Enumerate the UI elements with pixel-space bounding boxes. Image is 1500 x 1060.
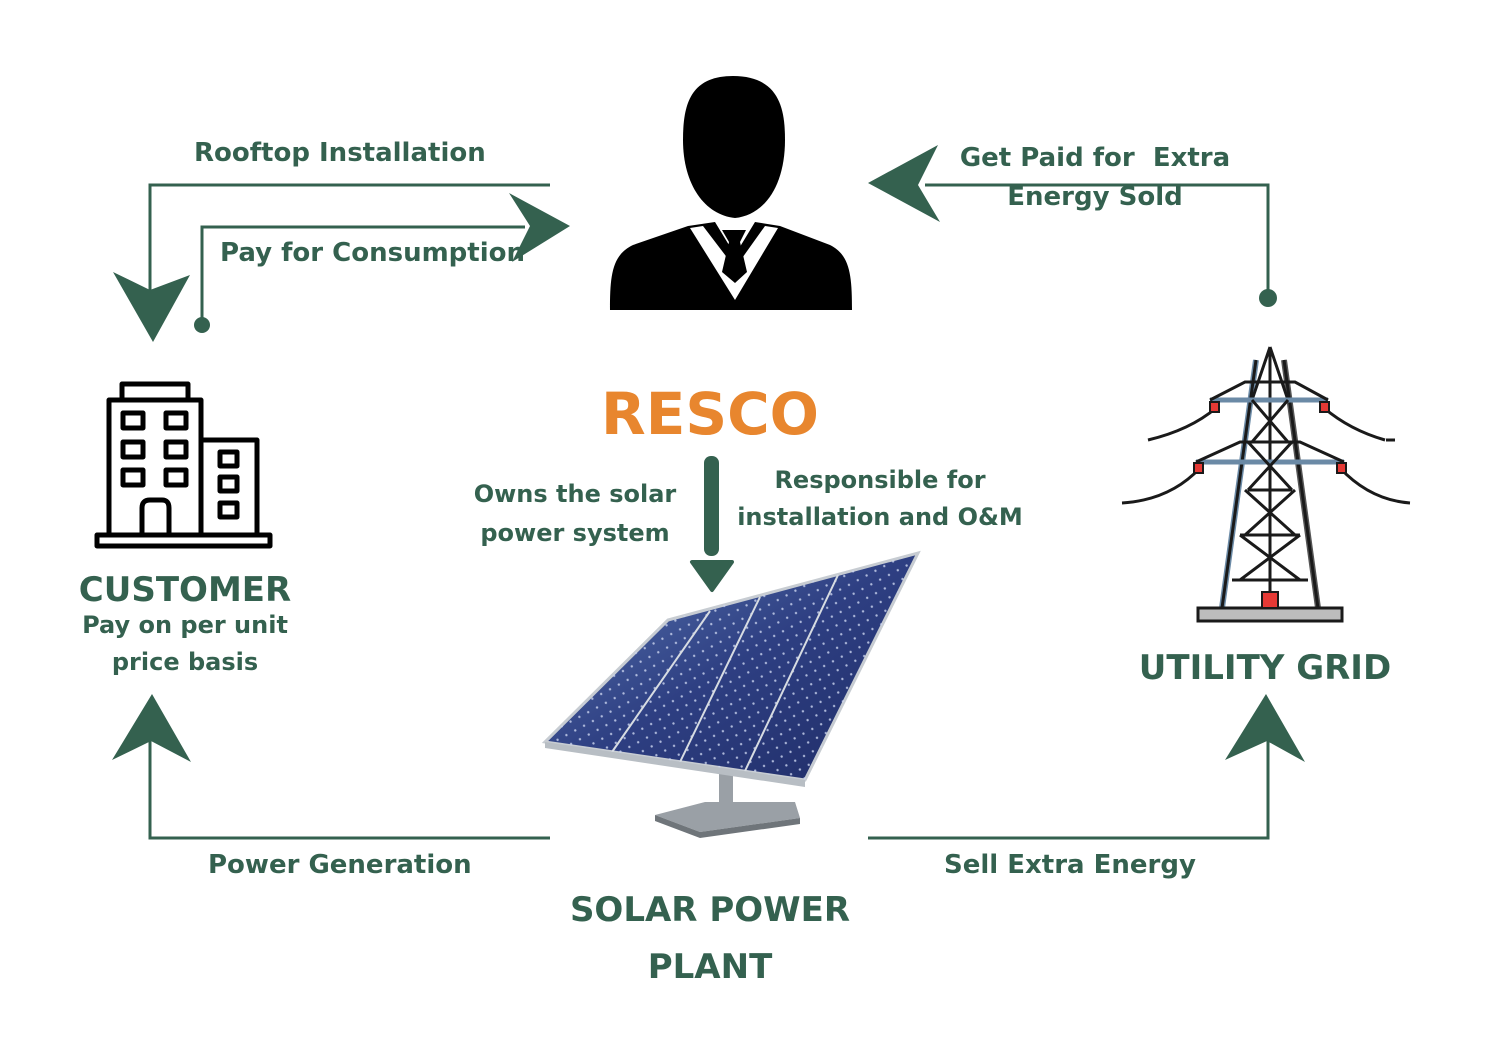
customer-title: CUSTOMER (78, 570, 292, 610)
arrowhead-right-resco (509, 193, 570, 262)
resco-down-arrow-head (690, 560, 734, 592)
building-icon (94, 381, 273, 549)
pay-for-consumption-line (200, 225, 525, 325)
rooftop-installation-label: Rooftop Installation (194, 138, 486, 168)
resco-responsible-note-line-1: Responsible for (774, 466, 986, 494)
sell-extra-energy-label: Sell Extra Energy (944, 850, 1196, 880)
pay-for-consumption-label: Pay for Consumption (220, 238, 526, 268)
businessman-icon (610, 76, 852, 310)
arrowhead-left-resco (868, 145, 940, 222)
resco-owns-note: Owns the solar power system (455, 480, 695, 548)
arrowhead-up-customer (112, 694, 191, 762)
power-generation-label: Power Generation (208, 850, 472, 880)
arrowhead-down-customer (113, 272, 190, 342)
resco-owns-note-line-2: power system (480, 518, 670, 547)
get-paid-label-line-2: Energy Sold (1007, 182, 1183, 213)
customer-node: CUSTOMER Pay on per unit price basis (60, 570, 310, 676)
get-paid-label-line-1: Get Paid for Extra (959, 143, 1231, 173)
resco-owns-note-line-1: Owns the solar (473, 480, 677, 508)
resco-responsible-note: Responsible for installation and O&M (725, 466, 1035, 532)
resco-down-arrow-shaft (704, 456, 719, 556)
power-generation-line (148, 740, 550, 840)
sell-extra-energy-line (868, 740, 1270, 840)
resco-title: RESCO (601, 380, 819, 448)
get-paid-line (925, 183, 1270, 298)
resco-responsible-note-line-2: installation and O&M (737, 502, 1023, 531)
get-paid-dot (1259, 289, 1277, 307)
solar-panel-icon (541, 550, 921, 838)
customer-subtitle-line-1: Pay on per unit (82, 610, 288, 639)
rooftop-installation-line (148, 183, 550, 290)
customer-subtitle-line-2: price basis (111, 647, 259, 676)
pay-for-consumption-dot (194, 317, 210, 333)
arrowhead-up-grid (1225, 694, 1305, 762)
solar-plant-title-line-1: SOLAR POWER (569, 890, 851, 930)
get-paid-label: Get Paid for Extra Energy Sold (940, 143, 1250, 213)
utility-grid-title: UTILITY GRID (1138, 648, 1392, 688)
solar-plant-title-line-2: PLANT (647, 946, 773, 987)
solar-plant-title: SOLAR POWER PLANT (520, 890, 900, 988)
transmission-tower-icon (1121, 346, 1411, 623)
